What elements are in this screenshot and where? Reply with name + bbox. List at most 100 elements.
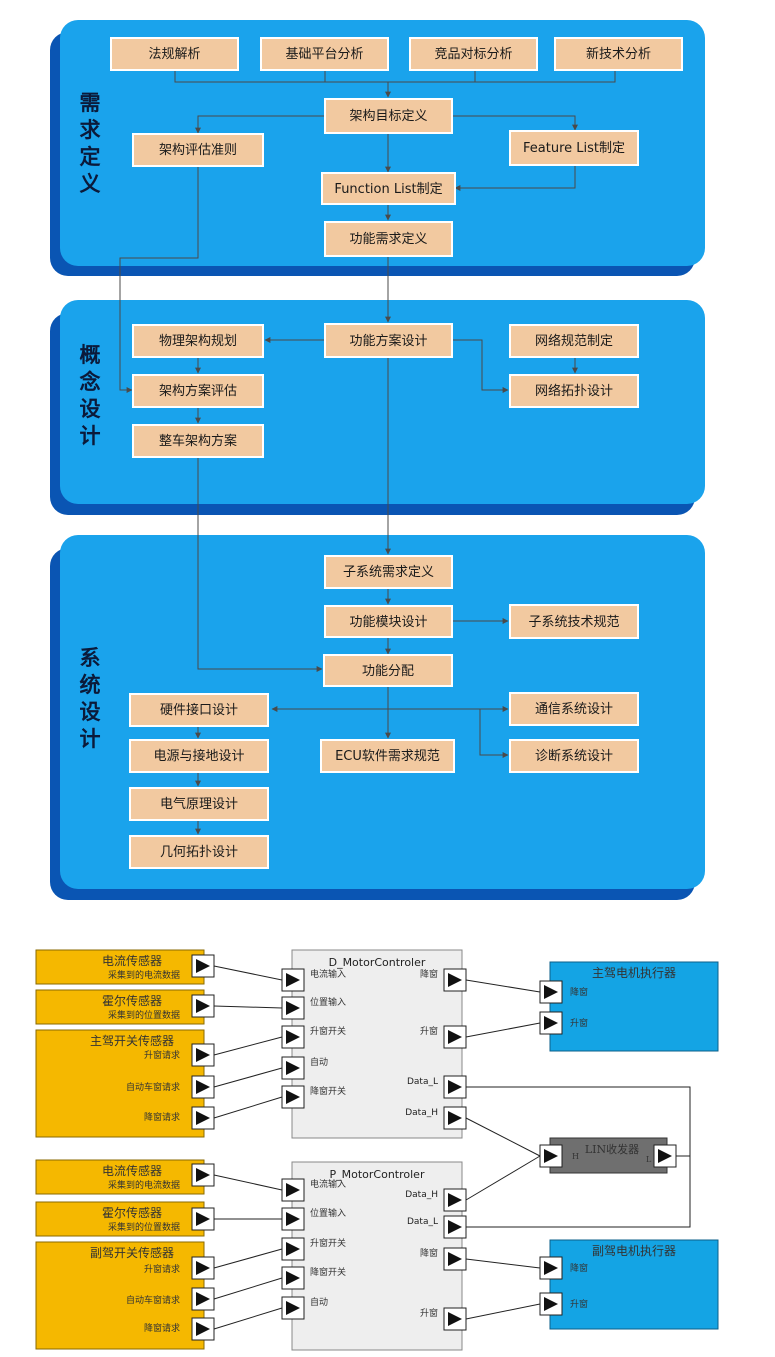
sensor-title: 主驾开关传感器: [90, 1033, 174, 1048]
controller-output-icon: [443, 1075, 467, 1099]
signal-wires: [213, 965, 691, 1330]
box-yingjian: 硬件接口设计: [129, 693, 269, 727]
controller-input-label: 降窗开关: [310, 1266, 346, 1278]
svg-text:法规解析: 法规解析: [148, 47, 200, 62]
svg-text:功能方案设计: 功能方案设计: [349, 333, 427, 349]
controller-input-icon: [281, 1056, 305, 1080]
svg-text:物理架构规划: 物理架构规划: [159, 334, 237, 349]
controller-output-label: 升窗: [420, 1025, 438, 1037]
svg-text:诊断系统设计: 诊断系统设计: [535, 749, 613, 764]
svg-text:功能需求定义: 功能需求定义: [349, 232, 427, 247]
section-label-concept: 概念设计: [80, 343, 101, 448]
lin-port-l: L: [646, 1155, 652, 1164]
controller-input-icon: [281, 1085, 305, 1109]
box-zhenduan: 诊断系统设计: [509, 739, 639, 773]
controller-title: P_MotorControler: [330, 1168, 425, 1181]
svg-text:功能模块设计: 功能模块设计: [349, 615, 427, 630]
sensor-port-icon: [191, 1207, 215, 1231]
controller-input-icon: [281, 1266, 305, 1290]
controller-input-label: 升窗开关: [310, 1025, 346, 1037]
box-zhengche: 整车架构方案: [132, 424, 264, 458]
sensor-port-label: 自动车窗请求: [126, 1081, 180, 1093]
controller-input-icon: [281, 1296, 305, 1320]
actuator-input-icon: [539, 1292, 563, 1316]
box-fangan-sheji: 功能方案设计: [324, 323, 453, 358]
svg-text:Feature List制定: Feature List制定: [523, 141, 625, 156]
controller-output-icon: [443, 1307, 467, 1331]
box-mubiao: 架构目标定义: [324, 98, 453, 134]
box-dianqi: 电气原理设计: [129, 787, 269, 821]
sensor-title: 霍尔传感器: [102, 993, 162, 1008]
controller-output-icon: [443, 968, 467, 992]
section-label-requirements: 需求定义: [80, 91, 101, 196]
sensor-port-label: 降窗请求: [144, 1322, 180, 1334]
lin-transceiver: LIN收发器 H L: [539, 1137, 677, 1174]
sensor-title: 副驾开关传感器: [90, 1245, 174, 1260]
sensor-title: 电流传感器: [102, 1163, 162, 1178]
svg-text:几何拓扑设计: 几何拓扑设计: [160, 844, 238, 860]
section-label-system: 系统设计: [80, 646, 101, 751]
controller-title: D_MotorControler: [329, 956, 426, 969]
svg-text:竞品对标分析: 竞品对标分析: [434, 46, 512, 62]
controller-output-label: Data_L: [407, 1217, 438, 1227]
actuator-title: 副驾电机执行器: [592, 1244, 676, 1258]
sensor-port-label: 升窗请求: [144, 1049, 180, 1061]
controller-input-label: 自动: [310, 1056, 328, 1068]
sensor-port-icon: [191, 1106, 215, 1130]
svg-text:功能分配: 功能分配: [362, 664, 414, 679]
box-fenpei: 功能分配: [323, 654, 453, 687]
controller-output-label: 升窗: [420, 1307, 438, 1319]
box-jichu: 基础平台分析: [260, 37, 389, 71]
box-fangan-pinggu: 架构方案评估: [132, 374, 264, 408]
box-jingpin: 竞品对标分析: [409, 37, 538, 71]
controller-input-label: 升窗开关: [310, 1237, 346, 1249]
svg-text:Function List制定: Function List制定: [334, 182, 442, 197]
controller-input-icon: [281, 1237, 305, 1261]
controller-input-icon: [281, 1025, 305, 1049]
svg-text:子系统技术规范: 子系统技术规范: [528, 615, 619, 630]
svg-text:基础平台分析: 基础平台分析: [285, 47, 363, 62]
sensor-port-icon: [191, 1317, 215, 1341]
controller-output-icon: [443, 1106, 467, 1130]
box-wangluo-guifan: 网络规范制定: [509, 324, 639, 358]
svg-text:电气原理设计: 电气原理设计: [160, 796, 238, 812]
flowchart: 需求定义 概念设计 系统设计: [50, 20, 705, 900]
svg-text:硬件接口设计: 硬件接口设计: [160, 702, 238, 718]
svg-text:架构方案评估: 架构方案评估: [159, 383, 237, 399]
svg-text:网络规范制定: 网络规范制定: [535, 333, 613, 349]
box-gongneng-xuqiu: 功能需求定义: [324, 221, 453, 257]
sensor-port-icon: [191, 1256, 215, 1280]
controller-output-label: 降窗: [420, 968, 438, 980]
box-ecu: ECU软件需求规范: [320, 739, 455, 773]
flow-connectors: [119, 70, 616, 835]
box-pinggu-zhunze: 架构评估准则: [132, 133, 264, 167]
controller-blocks: D_MotorControler电流输入位置输入升窗开关自动降窗开关降窗升窗Da…: [281, 949, 467, 1351]
controller-output-label: Data_L: [407, 1077, 438, 1087]
controller-input-label: 位置输入: [310, 1207, 346, 1219]
lin-title: LIN收发器: [585, 1142, 639, 1156]
svg-text:通信系统设计: 通信系统设计: [535, 702, 613, 717]
svg-text:网络拓扑设计: 网络拓扑设计: [535, 383, 613, 399]
controller-input-icon: [281, 968, 305, 992]
sensor-port-icon: [191, 954, 215, 978]
actuator-input-icon: [539, 1011, 563, 1035]
actuator-title: 主驾电机执行器: [592, 966, 676, 980]
box-feature: Feature List制定: [509, 130, 639, 166]
svg-text:电源与接地设计: 电源与接地设计: [153, 748, 244, 764]
svg-text:ECU软件需求规范: ECU软件需求规范: [335, 749, 440, 764]
controller-input-label: 降窗开关: [310, 1085, 346, 1097]
box-wuli: 物理架构规划: [132, 324, 264, 358]
controller-output-icon: [443, 1188, 467, 1212]
controller-p: P_MotorControler电流输入位置输入升窗开关降窗开关自动Data_H…: [281, 1161, 467, 1351]
lin-port-h: H: [572, 1152, 579, 1161]
actuator-input-label: 降窗: [570, 1262, 588, 1274]
flow-boxes: 法规解析 基础平台分析 竞品对标分析 新技术分析 架构目标定义 架构评估准则 F…: [110, 37, 683, 869]
